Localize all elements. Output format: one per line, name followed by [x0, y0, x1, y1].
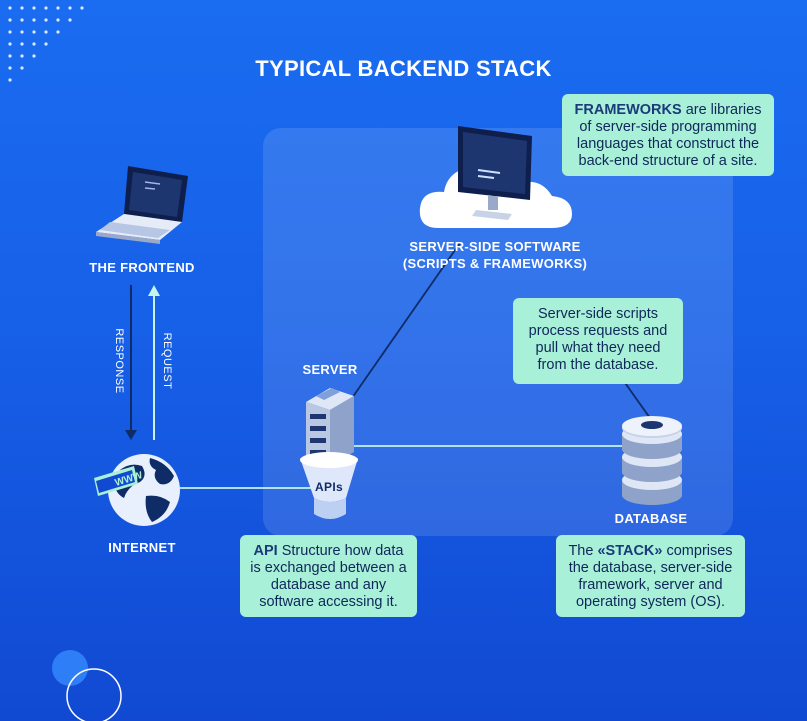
dot — [20, 30, 24, 34]
dot — [32, 18, 36, 22]
dot — [32, 42, 36, 46]
api-term: API — [253, 543, 278, 559]
database-label: DATABASE — [614, 511, 688, 526]
software-label-line2: (SCRIPTS & FRAMEWORKS) — [402, 256, 588, 271]
dot — [68, 6, 72, 10]
dot — [56, 18, 60, 22]
stack-text: comprises the database, server-side fram… — [568, 543, 733, 610]
dot-grid-decoration — [8, 6, 84, 82]
dot — [80, 6, 84, 10]
cloud-monitor-icon — [419, 126, 572, 228]
request-arrowhead — [148, 285, 160, 296]
dot — [56, 6, 60, 10]
laptop-icon — [96, 166, 188, 244]
globe-icon — [94, 454, 180, 526]
dot — [20, 54, 24, 58]
request-label: REQUEST — [161, 332, 173, 390]
dot — [44, 42, 48, 46]
dot — [8, 6, 12, 10]
stack-term: «STACK» — [597, 543, 663, 559]
database-icon — [622, 416, 682, 505]
server-to-software-line — [351, 242, 461, 399]
response-arrowhead — [125, 430, 137, 440]
dot — [20, 66, 24, 70]
scripts-note: Server-side scripts process requests and… — [513, 298, 683, 384]
dot — [32, 30, 36, 34]
frameworks-note: FRAMEWORKS are libraries of server-side … — [562, 94, 774, 176]
software-label-line1: SERVER-SIDE SOFTWARE — [409, 239, 581, 254]
server-side-software-label: SERVER-SIDE SOFTWARE (SCRIPTS & FRAMEWOR… — [386, 238, 604, 272]
dot — [20, 6, 24, 10]
dot — [8, 54, 12, 58]
dot — [32, 54, 36, 58]
server-rack-icon — [306, 388, 354, 466]
scripts-text: Server-side scripts process requests and… — [528, 306, 668, 373]
dot — [32, 6, 36, 10]
internet-label: INTERNET — [108, 540, 176, 555]
apis-label: APIs — [315, 480, 343, 494]
api-note: API Structure how data is exchanged betw… — [240, 535, 417, 617]
server-label: SERVER — [302, 362, 358, 377]
dot — [20, 18, 24, 22]
decorative-circle-filled — [52, 650, 88, 686]
dot — [44, 18, 48, 22]
frameworks-term: FRAMEWORKS — [574, 102, 682, 118]
api-funnel-icon — [300, 452, 358, 519]
frameworks-text: are libraries of server-side programming… — [576, 102, 762, 169]
dot — [44, 30, 48, 34]
dot — [44, 6, 48, 10]
dot — [8, 66, 12, 70]
dot — [56, 30, 60, 34]
dot — [20, 42, 24, 46]
page-title: TYPICAL BACKEND STACK — [255, 56, 552, 81]
stack-note: The «STACK» comprises the database, serv… — [556, 535, 745, 617]
frontend-label: THE FRONTEND — [89, 260, 195, 275]
dot — [68, 18, 72, 22]
dot — [8, 42, 12, 46]
stack-pre: The — [568, 543, 598, 559]
response-label: RESPONSE — [113, 328, 125, 394]
api-text: Structure how data is exchanged between … — [250, 543, 407, 610]
dot — [8, 78, 12, 82]
dot — [8, 30, 12, 34]
decorative-circle-outline — [66, 668, 122, 721]
dot — [8, 18, 12, 22]
